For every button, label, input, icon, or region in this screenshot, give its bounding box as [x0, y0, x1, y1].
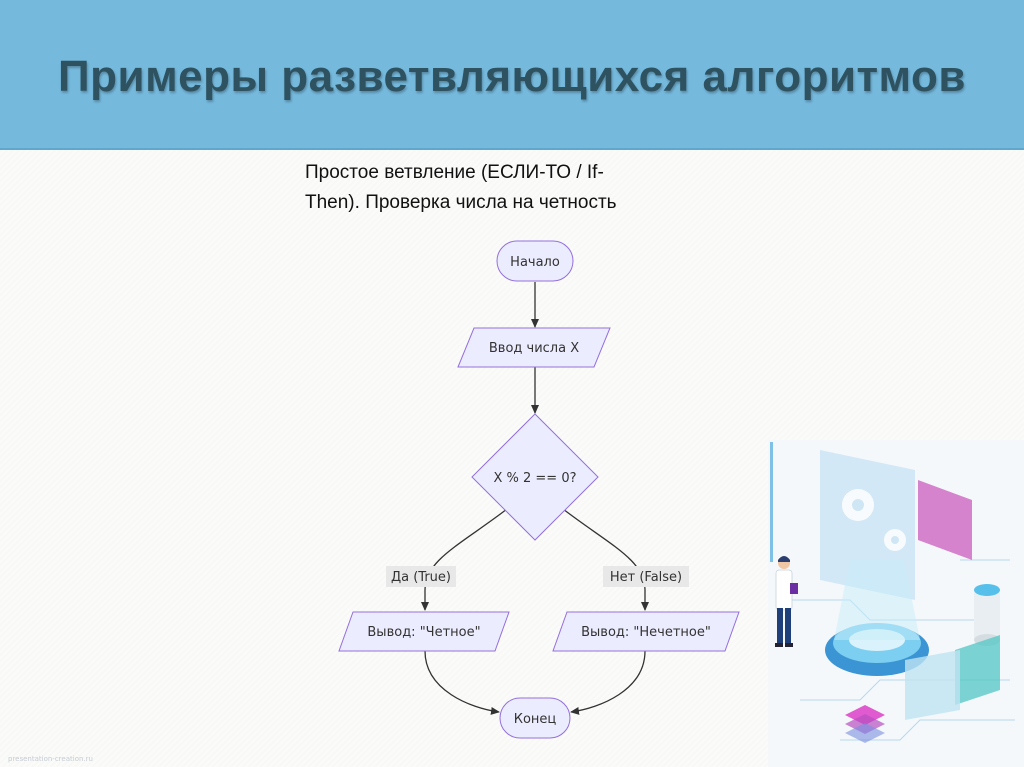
edge-odd-to-end [570, 650, 646, 715]
edge-decision-no [562, 508, 649, 611]
node-output-odd: Вывод: "Нечетное" [552, 611, 740, 652]
slide-header [0, 0, 1024, 148]
node-input-label: Ввод числа X [489, 341, 579, 356]
edge-label-no-text: Нет (False) [610, 570, 682, 585]
scientist-figure-icon [775, 556, 798, 647]
edge-label-no: Нет (False) [603, 566, 689, 587]
gear-icon [842, 489, 906, 551]
node-start-label: Начало [510, 255, 560, 270]
header-divider [0, 148, 1024, 150]
caption-line-2: Then). Проверка числа на четность [305, 192, 617, 213]
edge-even-to-end [424, 650, 500, 715]
node-decision-label: X % 2 == 0? [493, 471, 576, 486]
holographic-platform-icon [825, 560, 929, 676]
node-output-odd-label: Вывод: "Нечетное" [581, 625, 711, 640]
caption-line-1: Простое ветвление (ЕСЛИ-ТО / If- [305, 162, 604, 183]
node-end-label: Конец [514, 712, 557, 727]
node-input: Ввод числа X [457, 327, 611, 368]
chip-stack-icon [845, 705, 885, 743]
watermark: presentation-creation.ru [8, 755, 93, 763]
tech-illustration [768, 440, 1024, 767]
edge-label-yes-text: Да (True) [391, 570, 451, 585]
node-output-even: Вывод: "Четное" [338, 611, 510, 652]
node-output-even-label: Вывод: "Четное" [367, 625, 480, 640]
slide-title: Примеры разветвляющихся алгоритмов [58, 52, 966, 101]
diagram-caption: Простое ветвление (ЕСЛИ-ТО / If- Then). … [305, 158, 705, 218]
edge-decision-yes [421, 508, 508, 611]
node-decision: X % 2 == 0? [471, 413, 599, 541]
node-end: Конец [499, 697, 571, 739]
edge-label-yes: Да (True) [386, 566, 456, 587]
node-start: Начало [496, 240, 574, 282]
